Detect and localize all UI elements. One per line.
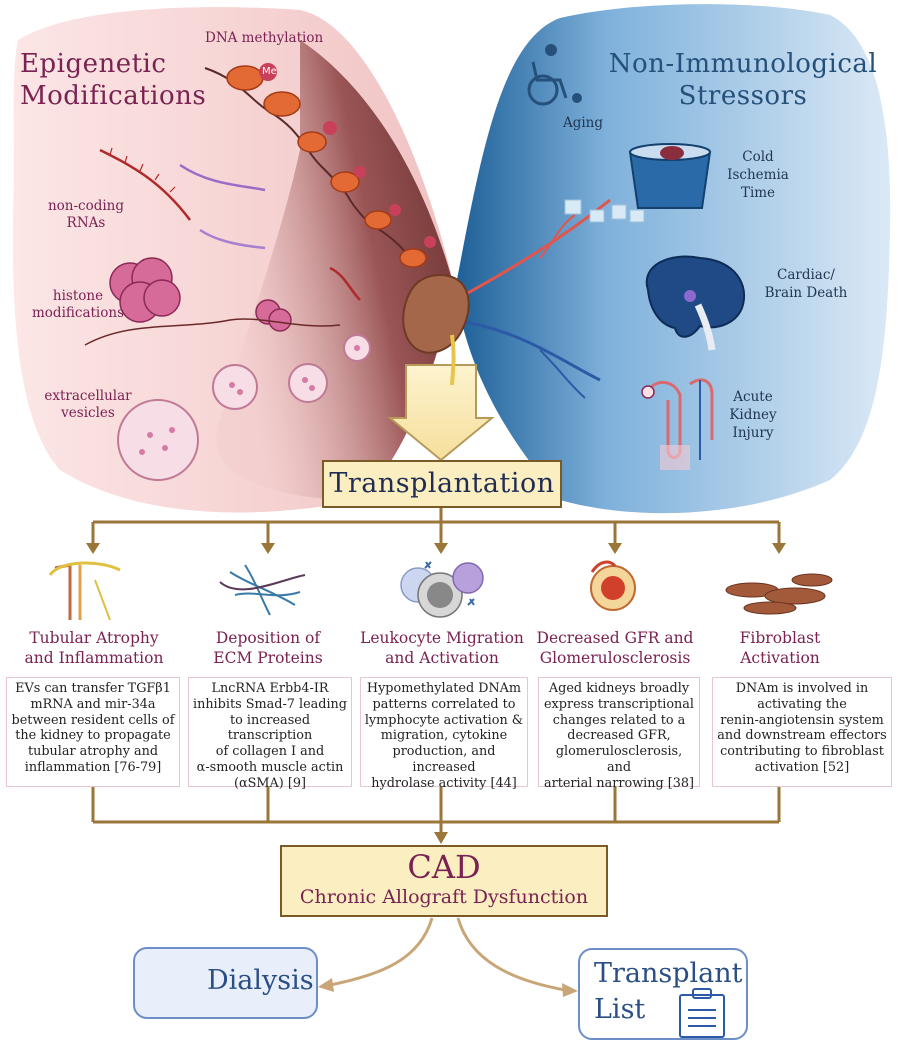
desc3-line: arterial narrowing [38] (543, 775, 695, 791)
label-acute-kidney-injury: Acute Kidney Injury (718, 388, 788, 442)
category-title-tubular: Tubular Atrophy and Inflammation (8, 628, 180, 668)
desc4-line: DNAm is involved in (735, 681, 869, 696)
desc1-line: (αSMA) [9] (234, 775, 306, 791)
desc3-line: decreased GFR, (567, 728, 671, 744)
left-title-line2: Modifications (20, 81, 207, 111)
cat4-title1: Fibroblast (739, 629, 821, 647)
desc4-line: activation [52] (754, 759, 850, 775)
histone-line1: histone (52, 288, 104, 304)
cat3-title2: Glomerulosclerosis (539, 649, 691, 667)
desc1-line: inhibits Smad-7 leading (192, 696, 347, 712)
desc0-line: between resident cells of (11, 712, 175, 728)
desc1-line: LncRNA Erbb4-IR (211, 681, 329, 696)
description-fibroblast: DNAm is involved in activating the renin… (712, 677, 892, 787)
desc2-line: Hypomethylated DNAm (366, 681, 522, 696)
cat1-title2: ECM Proteins (213, 649, 323, 667)
histone-line2: modifications (32, 305, 124, 321)
cad-box: CAD Chronic Allograft Dysfunction (280, 845, 608, 917)
tubular-icon (48, 561, 121, 621)
cold-line1: Cold (742, 149, 774, 165)
clipboard-icon (679, 988, 725, 1038)
desc0-line: EVs can transfer TGFβ1 (15, 681, 171, 696)
cold-line2: Ischemia (727, 167, 789, 183)
desc2-line: hydrolase activity [44] (371, 775, 517, 791)
label-dna-methylation: DNA methylation (205, 30, 324, 46)
label-noncoding-rnas: non-coding RNAs (38, 198, 134, 232)
desc4-line: activating the (757, 696, 847, 712)
desc0-line: mRNA and mir-34a (30, 696, 156, 712)
death-line2: Brain Death (764, 285, 848, 301)
cat3-title1: Decreased GFR and (536, 629, 694, 647)
desc0-line: the kidney to propagate (15, 728, 171, 744)
description-gfr: Aged kidneys broadly express transcripti… (538, 677, 700, 791)
desc2-line: production, and increased (392, 744, 496, 775)
description-leukocyte: Hypomethylated DNAm patterns correlated … (360, 677, 528, 791)
cat2-title1: Leukocyte Migration (360, 629, 524, 647)
label-extracellular-vesicles: extracellular vesicles (38, 388, 138, 422)
transplantation-box: Transplantation (322, 460, 562, 508)
cat0-title1: Tubular Atrophy (29, 629, 159, 647)
right-title-line2: Stressors (678, 81, 808, 111)
desc0-line: tubular atrophy and (27, 744, 159, 760)
transplant-label-line2: List (594, 994, 646, 1025)
label-cold-ischemia-time: Cold Ischemia Time (722, 148, 794, 202)
cat0-title2: and Inflammation (24, 649, 164, 667)
desc1-line: α-smooth muscle actin (196, 759, 344, 775)
dialysis-box: Dialysis (133, 947, 318, 1019)
me-tag: Me (262, 66, 277, 77)
left-panel-title: Epigenetic Modifications (20, 48, 230, 112)
aki-line2: Kidney (729, 407, 777, 423)
desc4-line: and downstream effectors (717, 728, 887, 744)
cad-abbreviation: CAD (407, 848, 481, 886)
right-title-line1: Non-Immunological (608, 49, 878, 79)
description-ecm: LncRNA Erbb4-IR inhibits Smad-7 leading … (188, 677, 352, 791)
down-arrow (387, 364, 495, 462)
desc2-line: migration, cytokine (380, 728, 508, 744)
label-histone-modifications: histone modifications (22, 288, 134, 322)
desc2-line: lymphocyte activation & (364, 712, 524, 728)
desc1-line: of collagen I and (215, 744, 325, 760)
cad-full-name: Chronic Allograft Dysfunction (299, 886, 589, 908)
category-title-fibroblast: Fibroblast Activation (710, 628, 850, 668)
left-title-line1: Epigenetic (20, 49, 167, 79)
leukocyte-icon (400, 561, 484, 618)
desc0-line: inflammation [76-79] (24, 759, 162, 775)
desc4-line: contributing to fibroblast (720, 744, 884, 760)
aki-line1: Acute (733, 389, 773, 405)
ev-line1: extracellular (44, 388, 132, 404)
cat1-title1: Deposition of (215, 629, 321, 647)
desc3-line: Aged kidneys broadly (548, 681, 690, 696)
desc3-line: express transcriptional (543, 696, 695, 712)
category-title-ecm: Deposition of ECM Proteins (190, 628, 346, 668)
transplant-list-box: Transplant List (578, 948, 748, 1040)
label-aging: Aging (562, 115, 604, 131)
ecm-icon (219, 564, 306, 616)
glomerulus-icon (590, 560, 636, 611)
noncoding-line2: RNAs (66, 215, 106, 231)
cat4-title2: Activation (740, 649, 820, 667)
category-title-gfr: Decreased GFR and Glomerulosclerosis (533, 628, 697, 668)
desc2-line: patterns correlated to (372, 696, 516, 712)
category-title-leukocyte: Leukocyte Migration and Activation (355, 628, 529, 668)
fibroblast-icon (725, 573, 833, 615)
description-tubular: EVs can transfer TGFβ1 mRNA and mir-34a … (6, 677, 180, 787)
desc3-line: glomerulosclerosis, and (555, 744, 683, 775)
right-panel-title: Non-Immunological Stressors (598, 48, 888, 112)
transplantation-label: Transplantation (329, 468, 555, 499)
desc3-line: changes related to a (552, 712, 686, 728)
dialysis-label: Dialysis (207, 965, 314, 996)
desc4-line: renin-angiotensin system (720, 712, 884, 728)
cat2-title2: and Activation (385, 649, 499, 667)
aki-line3: Injury (732, 425, 774, 441)
label-cardiac-brain-death: Cardiac/ Brain Death (752, 266, 860, 302)
noncoding-line1: non-coding (47, 198, 125, 214)
cold-line3: Time (740, 185, 776, 201)
transplant-label-line1: Transplant (594, 958, 743, 989)
death-line1: Cardiac/ (777, 267, 835, 283)
ev-line2: vesicles (61, 405, 115, 421)
desc1-line: to increased transcription (227, 712, 313, 744)
